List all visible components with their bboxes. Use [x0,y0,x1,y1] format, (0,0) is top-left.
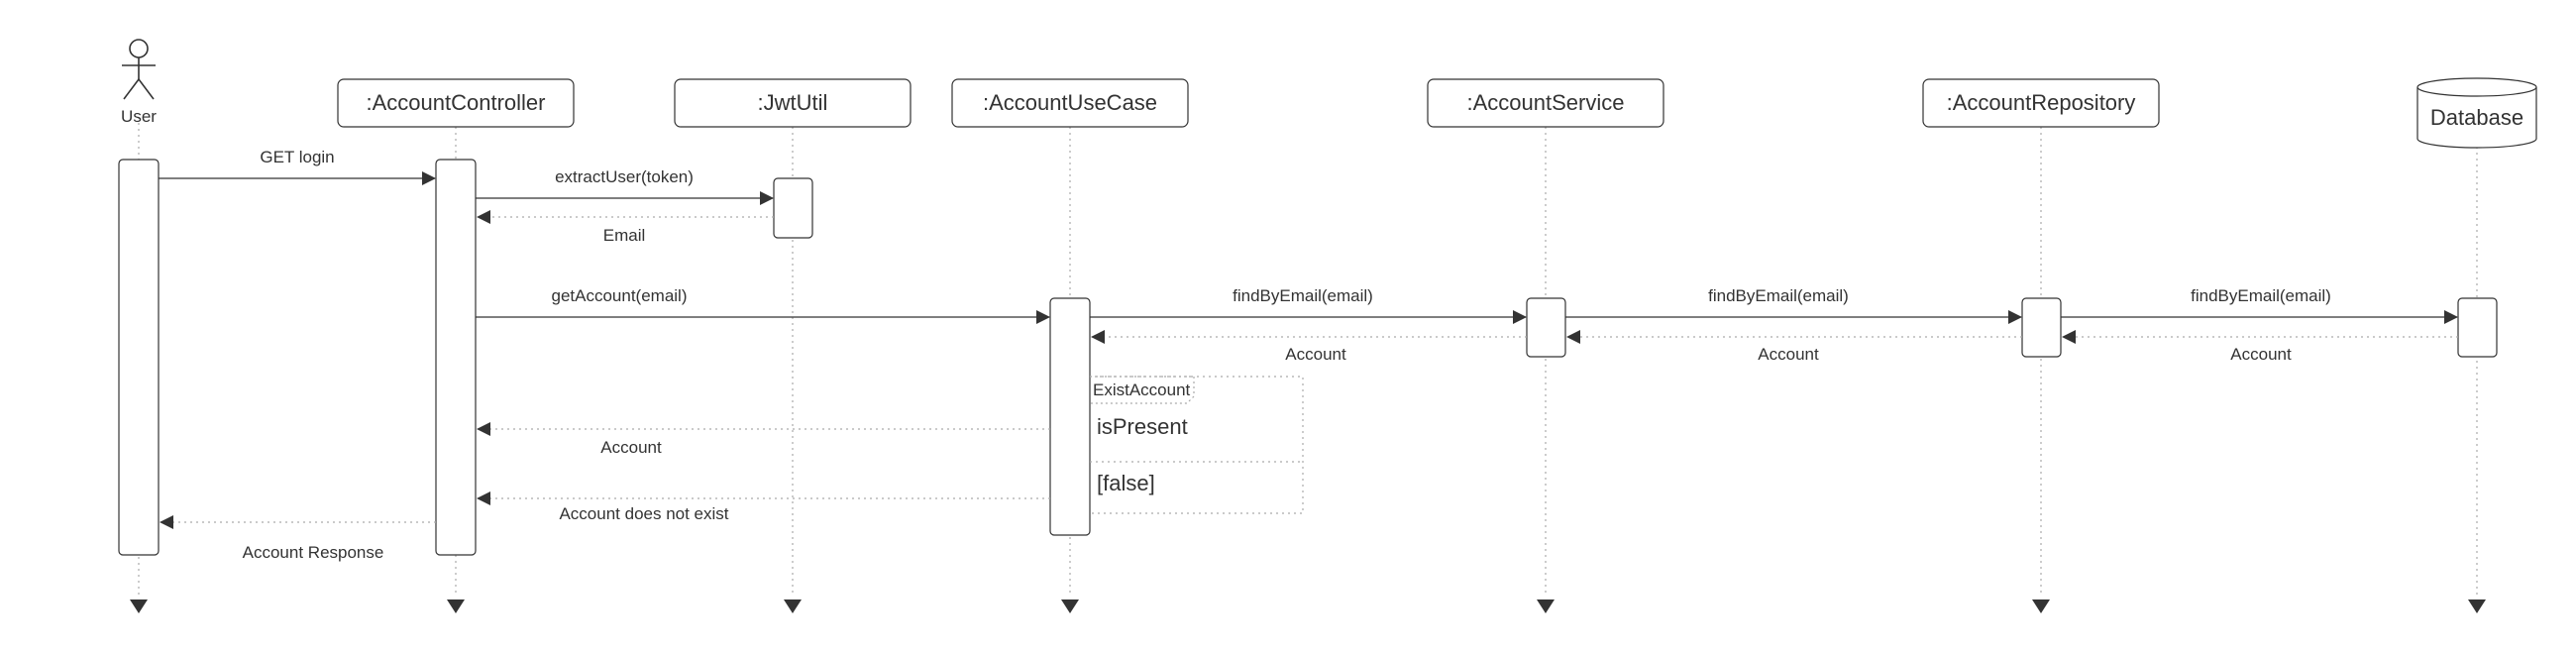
actor-user-icon[interactable] [122,39,156,100]
activation-jwt [773,177,813,239]
activation-repository [2021,297,2062,358]
participant-repository[interactable]: :AccountRepository [1922,78,2160,128]
lifeline-end-jwt [784,599,802,613]
message-extract-user-label: extractUser(token) [555,167,694,186]
alt-fragment [1090,376,1304,514]
return-response-label: Account Response [243,543,384,562]
activation-service [1526,297,1566,358]
message-get-account-label: getAccount(email) [551,286,687,305]
participant-controller-label: :AccountController [367,90,546,115]
actor-user-label: User [121,107,157,126]
message-find-1-label: findByEmail(email) [1233,286,1373,305]
lifeline-end-database [2468,599,2486,613]
participant-database-icon[interactable] [2416,77,2537,149]
fragment-condition-false: [false] [1097,471,1155,495]
activation-user [118,159,160,556]
participant-jwt[interactable]: :JwtUtil [674,78,912,128]
fragment-condition-true: isPresent [1097,414,1188,439]
participant-repository-label: :AccountRepository [1947,90,2136,115]
return-account-2-label: Account [1758,345,1819,364]
lifeline-ends [130,599,2486,613]
return-email-label: Email [603,226,646,245]
activation-controller [435,159,477,556]
return-not-exist-label: Account does not exist [559,504,728,523]
activations [118,159,2498,556]
lifeline-end-service [1537,599,1555,613]
return-messages [160,210,2458,529]
participant-service[interactable]: :AccountService [1427,78,1664,128]
lifeline-end-controller [447,599,465,613]
return-account-4-label: Account [600,438,662,457]
participant-jwt-label: :JwtUtil [758,90,828,115]
message-get-login-label: GET login [260,148,334,166]
fragment-title: ExistAccount [1093,381,1191,399]
activation-database [2457,297,2498,358]
participant-usecase[interactable]: :AccountUseCase [951,78,1189,128]
lifeline-end-repository [2032,599,2050,613]
lifeline-end-user [130,599,148,613]
lifeline-end-usecase [1061,599,1079,613]
participant-controller[interactable]: :AccountController [337,78,575,128]
message-find-2-label: findByEmail(email) [1708,286,1849,305]
return-account-3-label: Account [2230,345,2292,364]
participant-service-label: :AccountService [1467,90,1625,115]
activation-usecase [1049,297,1091,536]
participant-usecase-label: :AccountUseCase [983,90,1157,115]
participant-database-label: Database [2430,105,2523,130]
message-find-3-label: findByEmail(email) [2191,286,2331,305]
return-account-1-label: Account [1285,345,1346,364]
call-messages [159,171,2458,324]
